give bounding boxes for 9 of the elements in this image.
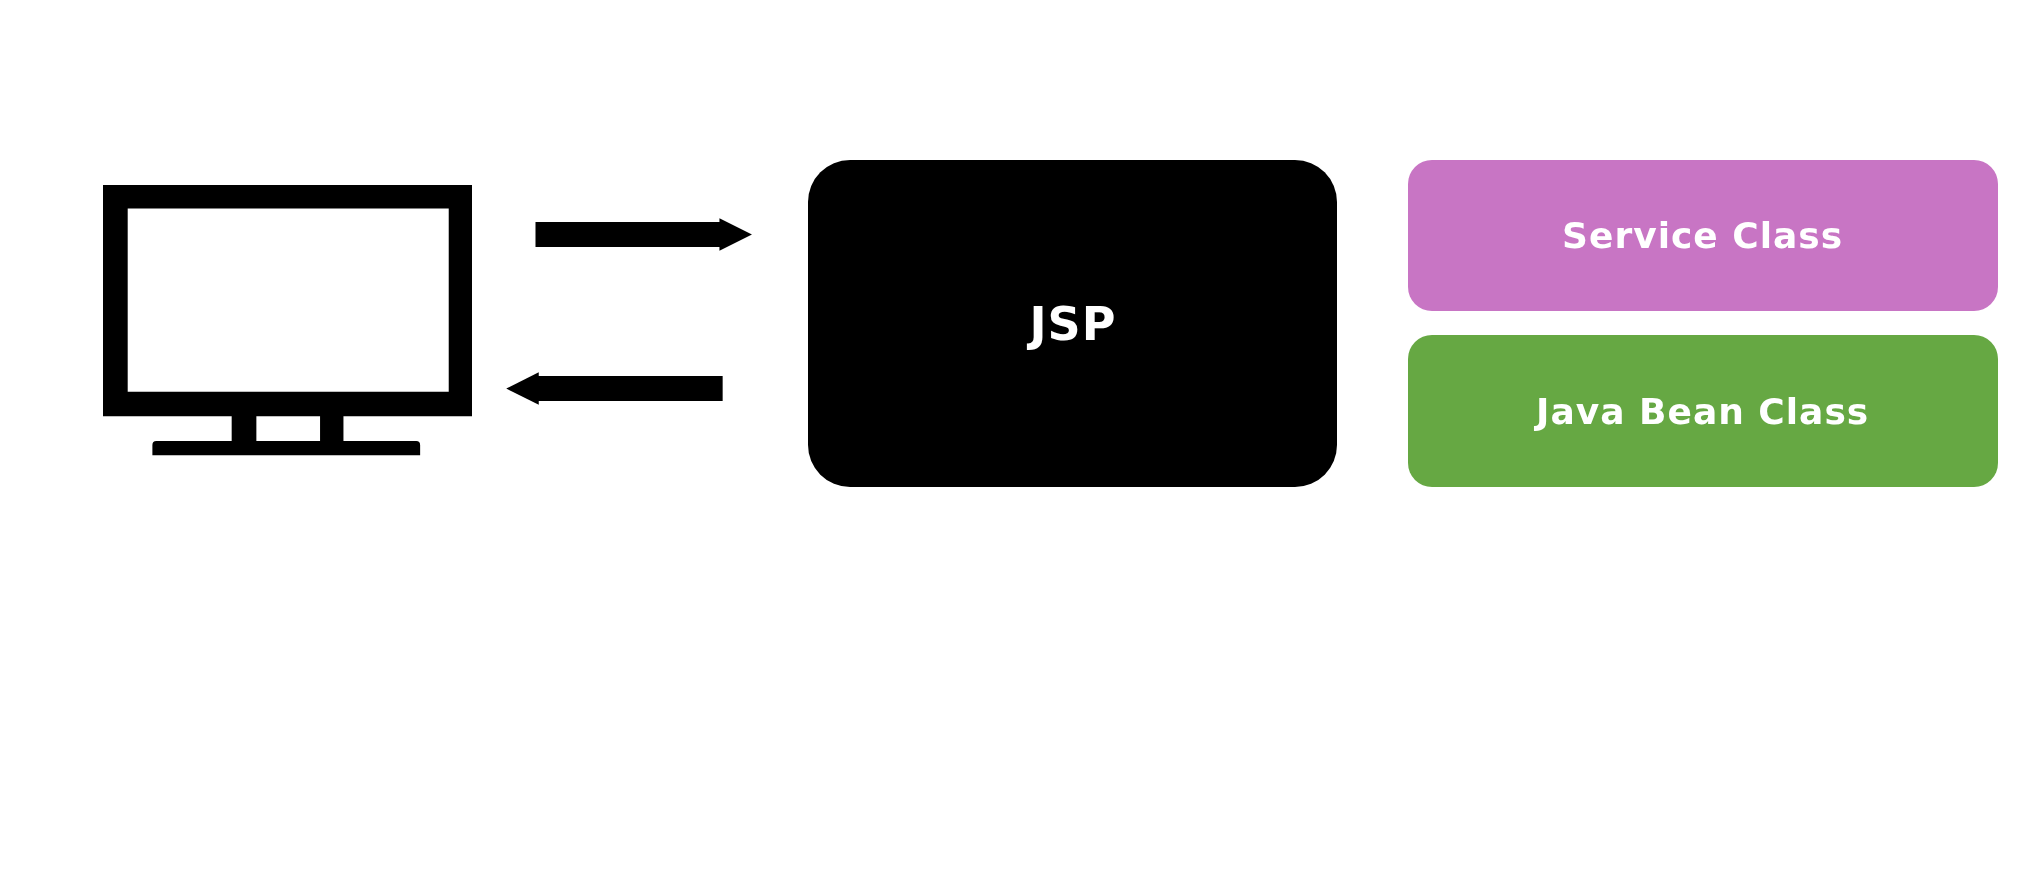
box-label: JSP [1029,296,1117,351]
monitor-icon [102,184,472,457]
process-box [1407,159,1998,311]
process-box [808,159,1338,488]
box-label: Java Bean Class [1536,390,1870,432]
process-box [1407,335,1998,488]
box-label: Service Class [1562,214,1844,256]
arrow [506,372,723,405]
arrow [535,218,752,251]
